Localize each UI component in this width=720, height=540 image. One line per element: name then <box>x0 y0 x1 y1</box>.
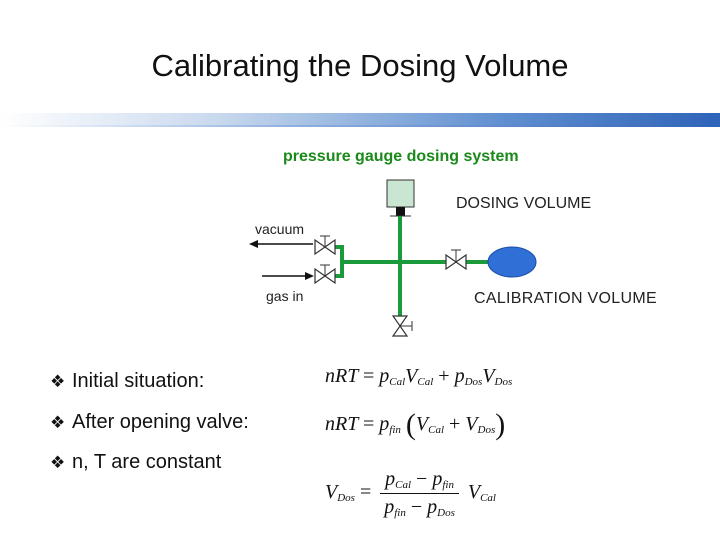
bullet-text: n, T are constant <box>72 451 222 473</box>
bullet-text: Initial situation: <box>72 370 205 392</box>
bullet-initial-situation: ❖ Initial situation: <box>50 370 204 393</box>
bullet-text: After opening valve: <box>72 411 249 433</box>
bottom-valve-icon <box>391 315 413 337</box>
diamond-bullet-icon: ❖ <box>50 453 66 472</box>
dosing-volume-label: DOSING VOLUME <box>456 195 592 212</box>
bullet-n-t-constant: ❖ n, T are constant <box>50 451 221 474</box>
diamond-bullet-icon: ❖ <box>50 372 66 391</box>
calibration-volume-ellipse <box>487 246 537 278</box>
diamond-bullet-icon: ❖ <box>50 413 66 432</box>
pressure-gauge-box <box>386 179 415 208</box>
gas-in-arrow-icon <box>262 272 314 280</box>
bullet-after-opening-valve: ❖ After opening valve: <box>50 411 249 434</box>
system-title: pressure gauge dosing system <box>283 148 519 165</box>
pressure-gauge-stem <box>396 207 405 216</box>
equation-dosing-volume: VDos = pCal − pfin pfin − pDos VCal <box>325 468 496 519</box>
gas-valve-icon <box>314 264 336 285</box>
title-underline-thin <box>0 125 720 127</box>
slide-title: Calibrating the Dosing Volume <box>151 48 569 83</box>
vacuum-label: vacuum <box>255 221 305 237</box>
title-underline-bar <box>0 113 720 125</box>
equation-initial: nRT = pCalVCal + pDosVDos <box>325 365 513 388</box>
calibration-volume-label: CALIBRATION VOLUME <box>474 290 657 307</box>
vacuum-valve-icon <box>314 235 336 256</box>
calibration-valve-icon <box>445 249 467 271</box>
gas-in-label: gas in <box>266 288 304 304</box>
fraction: pCal − pfin pfin − pDos <box>380 468 459 519</box>
equation-after-opening: nRT = pfin (VCal + VDos) <box>325 408 506 441</box>
vacuum-arrow-icon <box>249 240 313 248</box>
